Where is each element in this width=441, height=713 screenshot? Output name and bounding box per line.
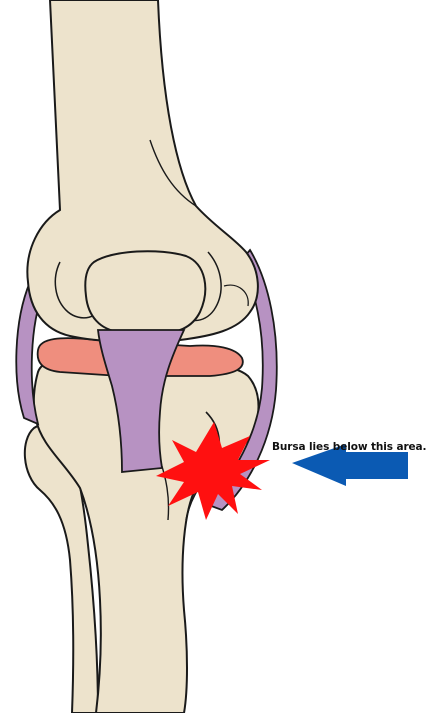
patella	[85, 251, 205, 332]
bursa-annotation-label: Bursa lies below this area.	[272, 441, 426, 453]
